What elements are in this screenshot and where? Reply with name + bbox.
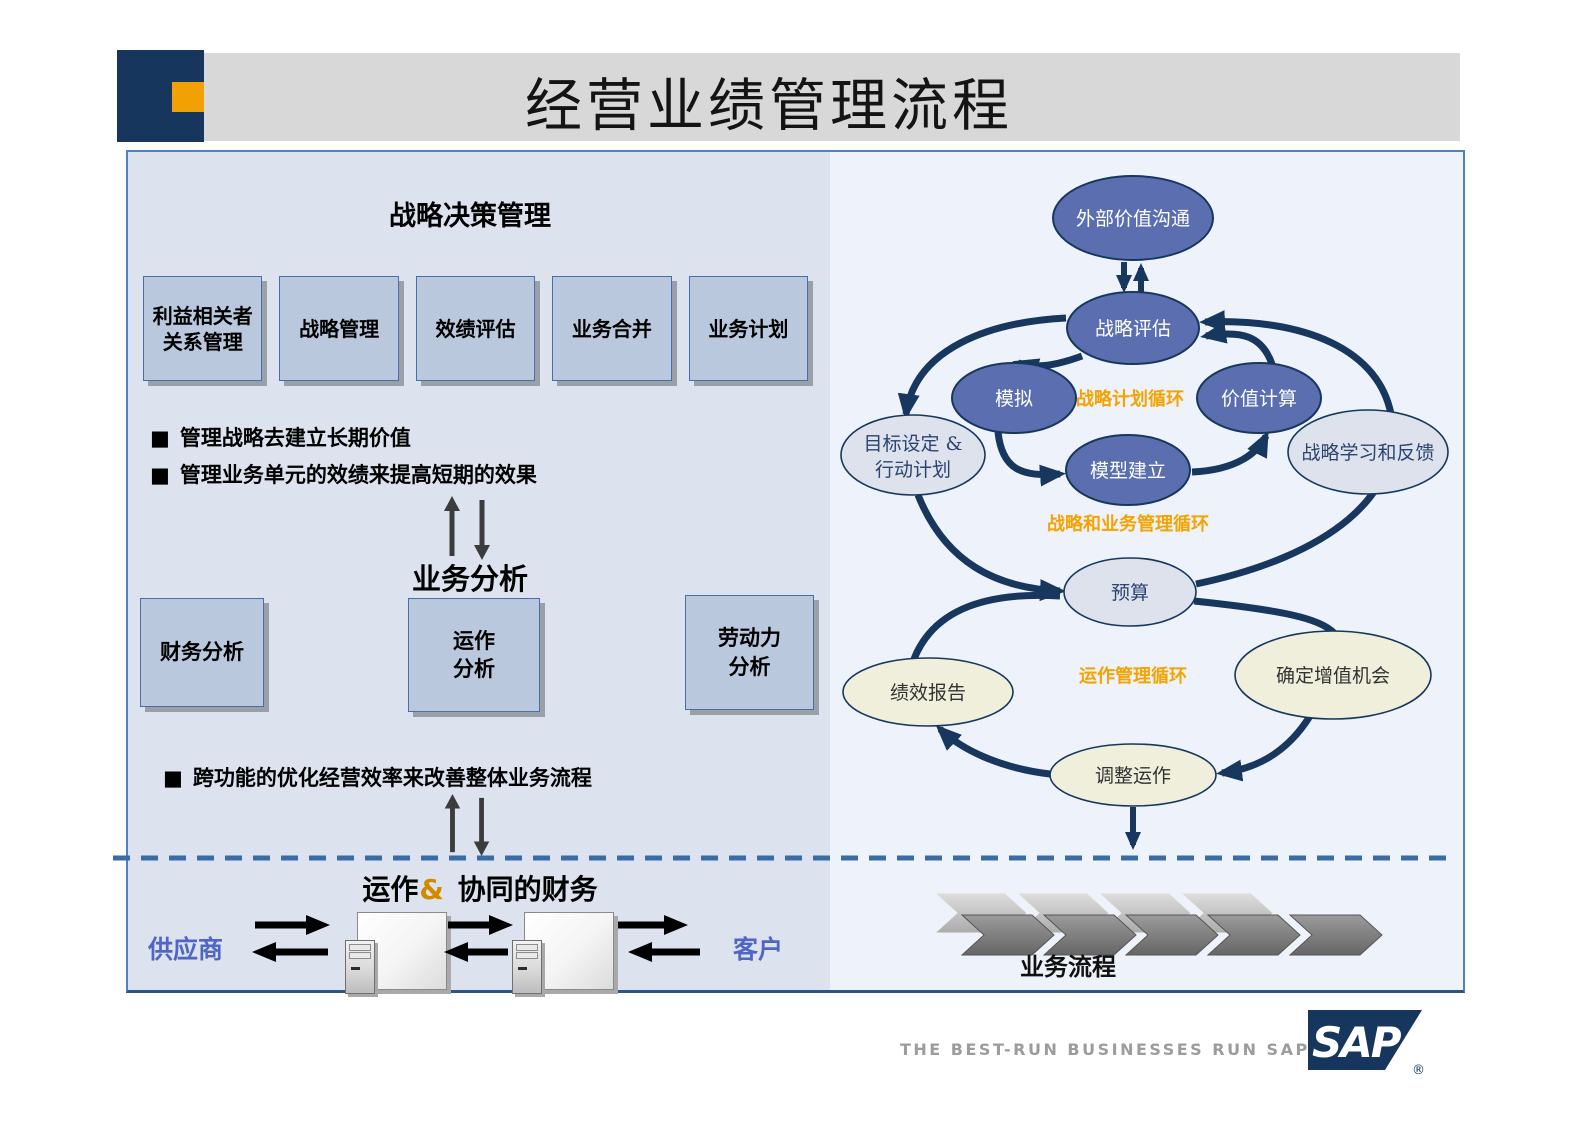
box-label-line: 战略管理 (299, 316, 380, 341)
box-label-line: 财务分析 (160, 640, 244, 665)
node-goal-setting-action-plan: 目标设定 & 行动计划 (840, 414, 986, 496)
node-strategy-learning-feedback: 战略学习和反馈 (1287, 409, 1449, 495)
business-analysis-heading: 业务分析 (411, 562, 528, 596)
box-workforce-analysis: 劳动力 分析 (685, 595, 814, 710)
ops-heading-part2: 协同的财务 (457, 873, 598, 906)
box-label-line: 关系管理 (162, 329, 243, 354)
bullet-square-icon: ■ (150, 426, 170, 450)
bullet-item: ■ 管理战略去建立长期价值 (150, 422, 411, 452)
business-process-label: 业务流程 (1020, 953, 1116, 981)
node-budget: 预算 (1063, 557, 1197, 627)
svg-text:绩效报告: 绩效报告 (890, 682, 966, 704)
strategy-box-row: 利益相关者 关系管理 战略管理 效绩评估 业务合并 业务计划 (143, 276, 809, 381)
node-performance-report: 绩效报告 (842, 657, 1014, 727)
bullet-text: 跨功能的优化经营效率来改善整体业务流程 (192, 766, 592, 790)
node-value-calculation: 价值计算 (1196, 362, 1322, 434)
operations-cycle-arrows (910, 591, 1337, 782)
box-performance-evaluation: 效绩评估 (415, 276, 536, 381)
sap-logo: SAP ® (1308, 1010, 1425, 1078)
svg-text:价值计算: 价值计算 (1221, 388, 1297, 410)
svg-text:战略学习和反馈: 战略学习和反馈 (1301, 442, 1434, 464)
communication-arrows (1116, 262, 1149, 293)
strategic-planning-cycle-label: 战略计划循环 (1076, 388, 1184, 410)
erp-system-icon (512, 912, 614, 994)
server-slot (349, 952, 371, 959)
box-business-consolidation: 业务合并 (552, 276, 672, 381)
server-led (351, 967, 360, 970)
bullet-square-icon: ■ (150, 463, 170, 487)
operations-finance-heading: 运作& 协同的财务 (260, 868, 700, 908)
title-banner (204, 53, 1460, 141)
node-identify-value-opportunities: 确定增值机会 (1234, 630, 1432, 720)
bullet-text: 管理业务单元的效绩来提高短期的效果 (179, 463, 537, 487)
svg-text:模拟: 模拟 (995, 388, 1033, 410)
sap-tagline: THE BEST-RUN BUSINESSES RUN SAP (900, 1040, 1310, 1059)
svg-text:确定增值机会: 确定增值机会 (1276, 665, 1390, 687)
bullet-text: 管理战略去建立长期价值 (179, 426, 411, 450)
box-label-line: 劳动力 (718, 626, 781, 651)
node-adjust-operations: 调整运作 (1049, 743, 1217, 807)
box-business-planning: 业务计划 (688, 276, 809, 381)
server-tower (512, 940, 542, 994)
svg-text:战略评估: 战略评估 (1095, 318, 1171, 340)
svg-text:预算: 预算 (1111, 582, 1149, 604)
up-down-arrows-icon (444, 496, 490, 560)
bullet-square-icon: ■ (163, 766, 183, 790)
node-simulation: 模拟 (951, 362, 1077, 434)
box-label-line: 运作 (453, 628, 495, 653)
box-stakeholder-relationship: 利益相关者 关系管理 (143, 276, 263, 381)
box-label-line: 利益相关者 (152, 303, 253, 328)
svg-text:行动计划: 行动计划 (875, 459, 951, 481)
erp-system-icon (345, 912, 447, 994)
bullet-item: ■ 管理业务单元的效绩来提高短期的效果 (150, 459, 537, 489)
ops-heading-part1: 运作 (362, 873, 419, 906)
up-down-arrows-icon (444, 794, 490, 856)
logo-orange-square (172, 82, 204, 112)
svg-text:目标设定 &: 目标设定 & (864, 433, 963, 455)
box-label-line: 分析 (728, 654, 771, 679)
node-strategy-evaluation: 战略评估 (1066, 291, 1200, 365)
performance-cycle-diagram: 外部价值沟通 战略评估 模拟 价值计算 目标设定 & 行动计划 模型建立 战略学… (840, 175, 1449, 981)
customer-label: 客户 (733, 935, 784, 964)
page-title: 经营业绩管理流程 (525, 73, 1013, 139)
box-label-line: 业务合并 (571, 316, 652, 341)
operations-cycle-label: 运作管理循环 (1079, 665, 1187, 687)
box-financial-analysis: 财务分析 (140, 598, 264, 707)
server-slot (516, 952, 538, 959)
box-operation-analysis: 运作 分析 (408, 598, 540, 712)
sap-logo-text: SAP (1312, 1018, 1402, 1067)
bullet-item: ■ 跨功能的优化经营效率来改善整体业务流程 (163, 762, 592, 792)
svg-text:调整运作: 调整运作 (1095, 765, 1171, 787)
server-slot (516, 944, 538, 951)
svg-text:模型建立: 模型建立 (1090, 460, 1166, 482)
svg-text:外部价值沟通: 外部价值沟通 (1076, 208, 1190, 230)
server-led (518, 967, 527, 970)
strategy-business-cycle-label: 战略和业务管理循环 (1047, 513, 1209, 535)
registered-trademark: ® (1412, 1063, 1425, 1078)
node-external-value-communication: 外部价值沟通 (1052, 175, 1214, 261)
server-slot (349, 944, 371, 951)
supplier-label: 供应商 (148, 935, 224, 964)
strategy-decision-heading: 战略决策管理 (389, 201, 551, 232)
box-label-line: 分析 (453, 657, 495, 681)
server-tower (345, 940, 375, 994)
box-label-line: 业务计划 (708, 316, 789, 341)
ampersand: & (419, 873, 444, 906)
box-label-line: 效绩评估 (435, 316, 516, 341)
node-model-building: 模型建立 (1065, 434, 1191, 506)
box-strategy-management: 战略管理 (279, 276, 399, 381)
process-chevrons-dark (960, 914, 1383, 956)
